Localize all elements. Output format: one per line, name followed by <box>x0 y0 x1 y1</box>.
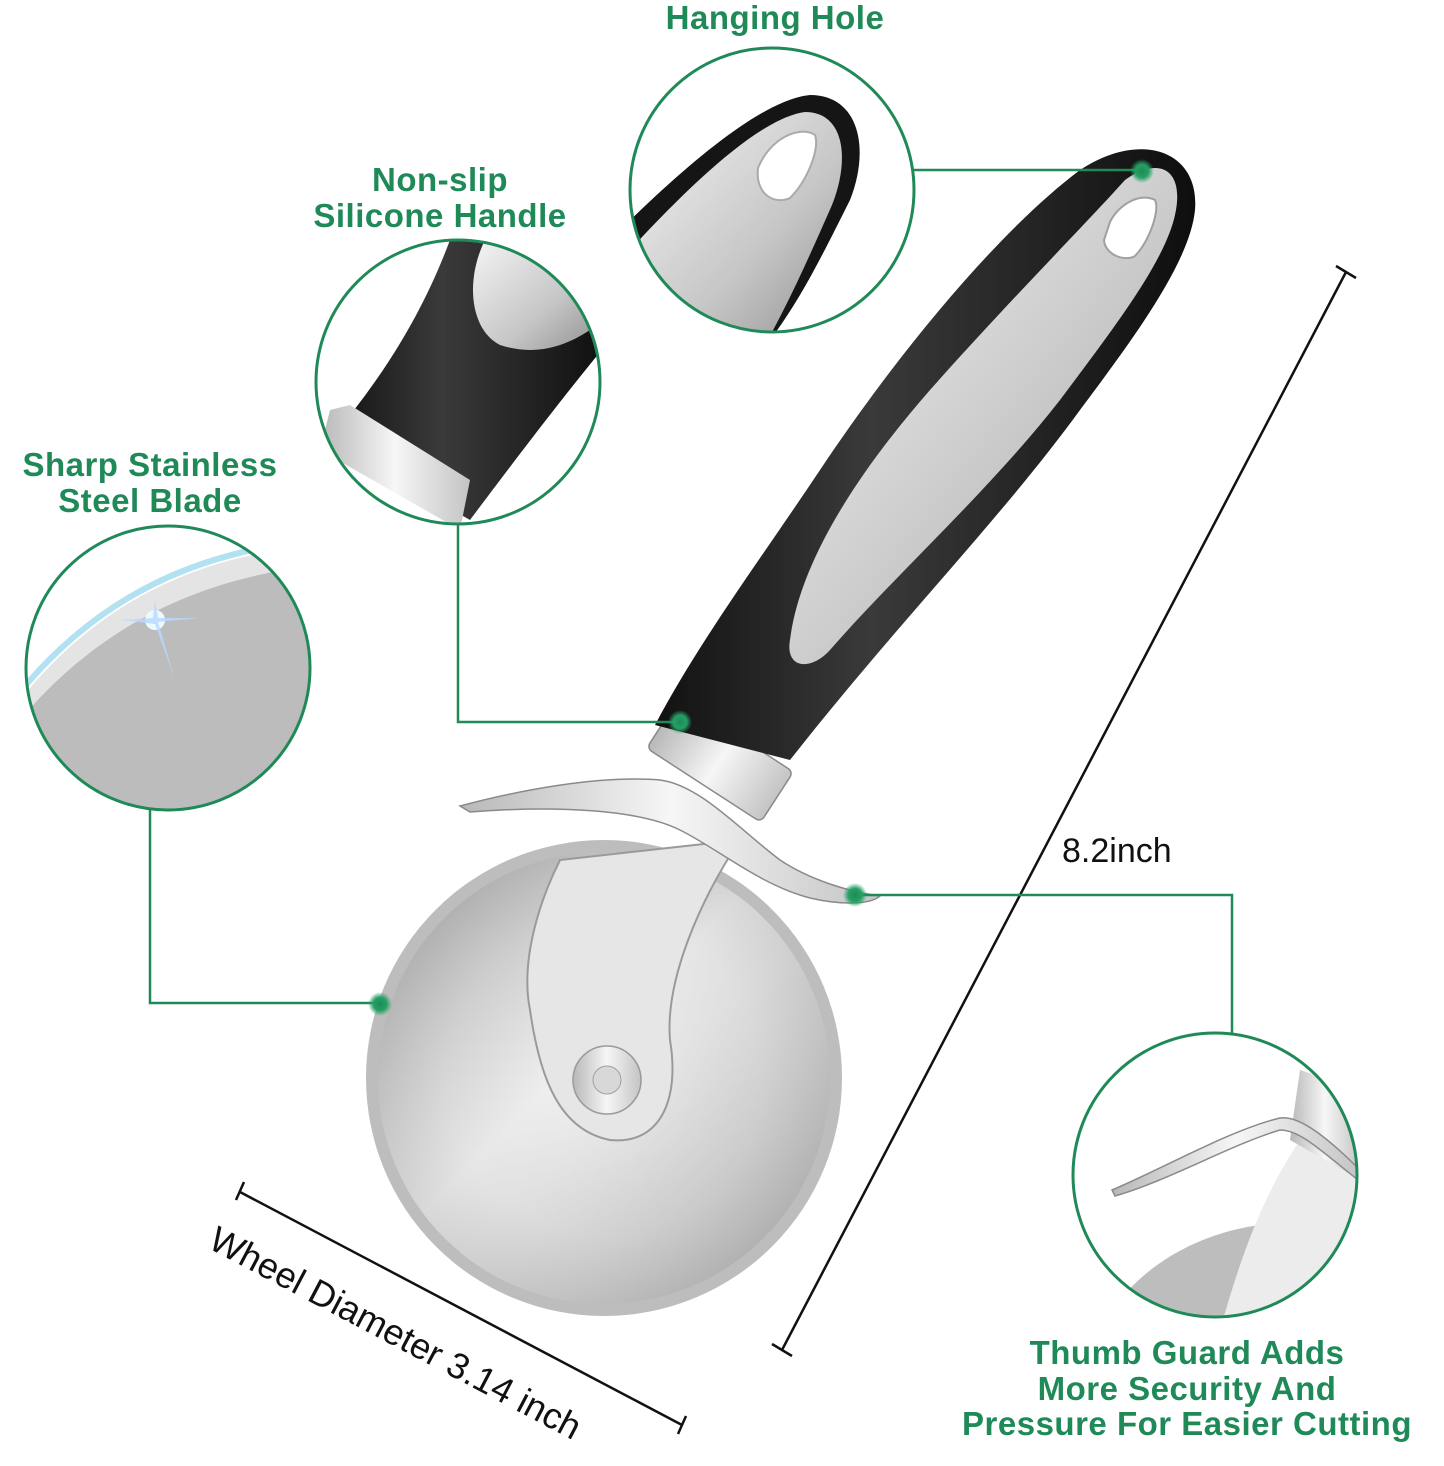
label-silicone-handle: Non-slip Silicone Handle <box>313 161 567 234</box>
hanging-hole <box>1102 196 1158 260</box>
pizza-cutter <box>366 149 1196 1316</box>
length-label: 8.2inch <box>1062 832 1172 870</box>
callout-blade-zoom <box>24 524 312 812</box>
label-hanging-hole: Hanging Hole <box>665 0 885 36</box>
leader-thumb-guard <box>855 893 1234 1033</box>
leader-blade <box>148 810 380 1005</box>
callout-hanging-hole-zoom <box>628 46 916 334</box>
diameter-dimension <box>234 1181 688 1435</box>
length-dimension <box>771 264 1357 1358</box>
label-thumb-guard: Thumb Guard Adds More Security And Press… <box>962 1334 1412 1443</box>
leader-handle <box>456 524 680 724</box>
handle-steel-insert <box>789 167 1178 665</box>
leader-dots <box>368 159 1154 1016</box>
callout-thumb-guard-zoom <box>1071 1031 1359 1319</box>
callout-handle-zoom <box>314 238 602 526</box>
label-stainless-blade: Sharp Stainless Steel Blade <box>22 446 278 519</box>
leader-lines <box>148 168 1234 1033</box>
